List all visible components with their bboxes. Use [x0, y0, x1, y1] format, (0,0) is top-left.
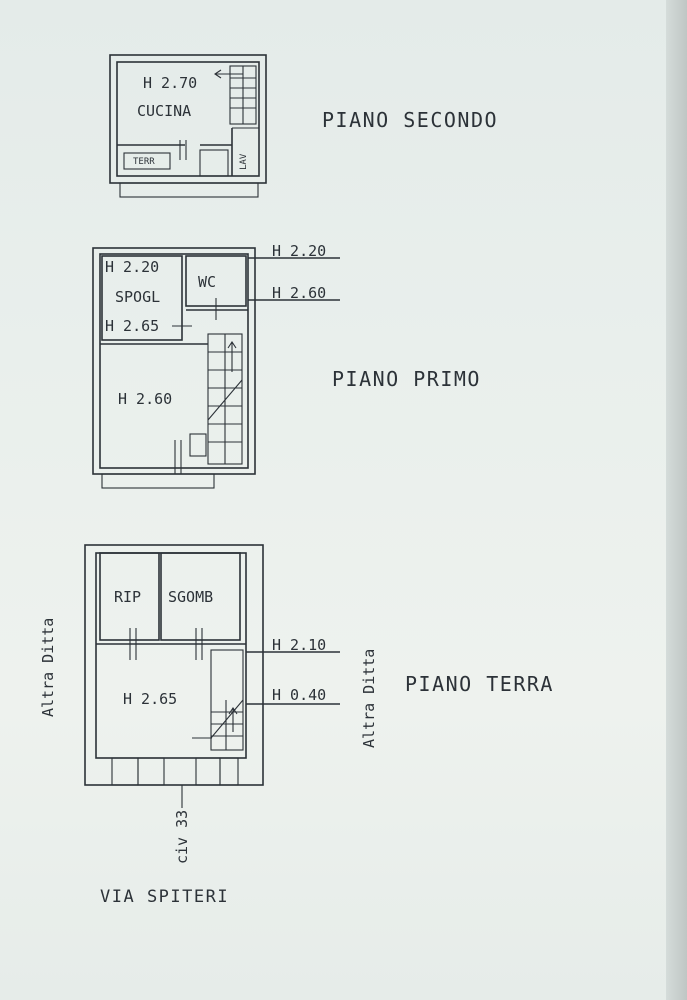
wc-label: WC [198, 273, 216, 291]
dressing-height-label: H 2.20 [105, 258, 159, 276]
neighbor-left-label: Altra Ditta [39, 618, 57, 717]
ext-height-top-label: H 2.20 [272, 242, 326, 260]
kitchen-label: CUCINA [137, 102, 191, 120]
first-inner-wall [99, 253, 249, 469]
paper-edge [666, 0, 687, 1000]
civic-number-label: civ 33 [173, 810, 191, 864]
second-balcony [119, 182, 259, 198]
second-staircase [214, 65, 257, 125]
ext-height-top-label: H 2.10 [272, 636, 326, 654]
first-staircase [207, 333, 243, 465]
ground-outer-wall [84, 544, 264, 786]
ext-height-wc-label: H 2.60 [272, 284, 326, 302]
ground-staircase [210, 649, 244, 751]
first-floor-title: PIANO PRIMO [332, 367, 481, 391]
junk-room-label: SGOMB [168, 588, 213, 606]
first-landing [189, 433, 207, 457]
main-room-height-label: H 2.60 [118, 390, 172, 408]
plan-second-floor: H 2.70 CUCINA TERR LAV PIANO SECONDO [109, 54, 498, 198]
dressing-room-label: SPOGL [115, 288, 160, 306]
ground-floor-title: PIANO TERRA [405, 672, 554, 696]
second-height-label: H 2.70 [143, 74, 197, 92]
dressing-room-walls [101, 255, 183, 341]
storage-room-label: RIP [114, 588, 141, 606]
terrace-label: TERR [133, 157, 155, 167]
second-floor-title: PIANO SECONDO [322, 108, 498, 132]
plan-ground-floor: RIP SGOMB H 2.65 H 2.10 H 0.40 Altra Dit… [39, 544, 554, 864]
laundry-label: LAV [239, 153, 249, 170]
street-name: VIA SPITERI [100, 887, 229, 907]
neighbor-right-label: Altra Ditta [360, 649, 378, 748]
second-inner-wall [116, 61, 260, 177]
dressing-lower-height-label: H 2.65 [105, 317, 159, 335]
plan-first-floor: H 2.20 SPOGL H 2.65 WC H 2.60 H 2.20 H 2… [92, 242, 481, 489]
first-balcony [101, 473, 215, 489]
ground-facade-openings [111, 757, 239, 786]
ground-inner-wall [95, 552, 247, 759]
ext-height-low-label: H 0.40 [272, 686, 326, 704]
first-outer-wall [92, 247, 256, 475]
main-room-height-label: H 2.65 [123, 690, 177, 708]
terrace-outline [123, 152, 171, 170]
junk-room-walls [160, 552, 241, 641]
second-niche [199, 149, 229, 177]
